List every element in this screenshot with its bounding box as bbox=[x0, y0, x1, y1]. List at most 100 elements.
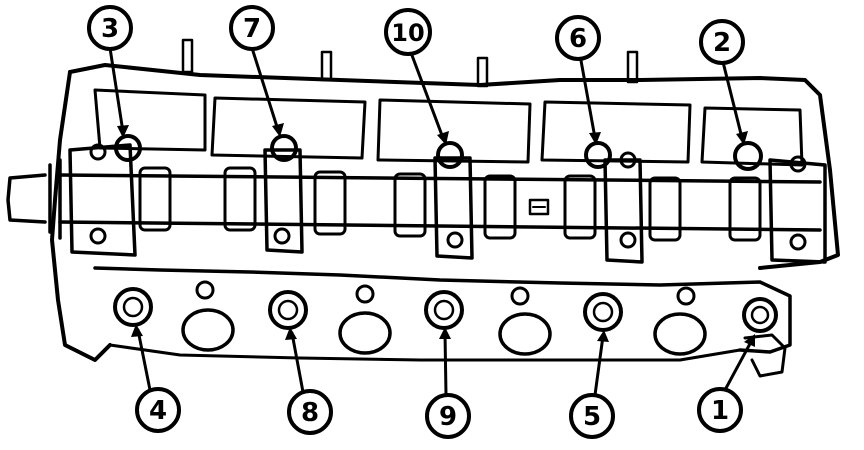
callout-5: 5 bbox=[569, 393, 615, 439]
head-bolts-bottom bbox=[113, 287, 778, 333]
head-bolt-4 bbox=[113, 287, 153, 327]
chamber bbox=[540, 100, 692, 164]
callout-1-label: 1 bbox=[711, 396, 729, 426]
port-small bbox=[676, 286, 696, 306]
head-bolt-5-inner bbox=[592, 301, 614, 323]
chamber bbox=[700, 106, 804, 167]
cap-bolt bbox=[619, 151, 637, 169]
arrowhead-9 bbox=[439, 327, 451, 339]
cap-bolt bbox=[789, 155, 807, 173]
head-bolt-1-inner bbox=[750, 305, 770, 325]
arrowhead-6 bbox=[589, 132, 601, 145]
cam-lobe bbox=[393, 172, 427, 238]
cap-bolt bbox=[89, 143, 107, 161]
arrowhead-5 bbox=[597, 330, 609, 342]
callout-3: 3 bbox=[87, 5, 133, 51]
camshaft-body bbox=[58, 173, 822, 232]
head-bolt-9 bbox=[424, 290, 464, 330]
head-bolt-8-inner bbox=[277, 299, 299, 321]
stud bbox=[476, 56, 489, 88]
chamber bbox=[93, 88, 207, 152]
bearing-caps bbox=[68, 143, 827, 264]
stud bbox=[320, 50, 333, 82]
arrowhead-7 bbox=[272, 123, 284, 137]
port-small bbox=[510, 286, 530, 306]
callout-5-label: 5 bbox=[583, 402, 601, 432]
studs bbox=[181, 38, 639, 88]
callout-8: 8 bbox=[287, 389, 333, 435]
cap-bolts bbox=[89, 143, 807, 251]
leader-2 bbox=[720, 56, 744, 140]
head-bolts-top bbox=[114, 134, 763, 171]
callout-3-label: 3 bbox=[101, 14, 119, 44]
cap-bolt bbox=[446, 231, 464, 249]
leader-8 bbox=[290, 331, 305, 394]
port bbox=[338, 311, 392, 355]
callout-9-label: 9 bbox=[439, 402, 457, 432]
leader-9 bbox=[443, 331, 448, 397]
head-bottom-edge bbox=[108, 343, 742, 362]
bearing-cap bbox=[263, 148, 304, 254]
port bbox=[498, 312, 552, 356]
camshaft bbox=[48, 158, 822, 242]
callout-6-label: 6 bbox=[569, 24, 587, 54]
head-bolt-3 bbox=[114, 134, 142, 162]
callout-2-label: 2 bbox=[713, 28, 731, 58]
callout-2: 2 bbox=[699, 19, 745, 65]
cap-bolt bbox=[273, 227, 291, 245]
chamber bbox=[210, 96, 367, 160]
cam-lobe bbox=[138, 166, 172, 232]
head-bolt-8 bbox=[268, 290, 308, 330]
callout-10-label: 10 bbox=[391, 19, 424, 47]
cam-key bbox=[528, 198, 550, 216]
port bbox=[653, 312, 707, 356]
arrowhead-8 bbox=[285, 327, 297, 340]
port-small bbox=[195, 280, 215, 300]
cam-lobe bbox=[728, 176, 762, 242]
head-outline-top bbox=[68, 63, 840, 270]
leader-4 bbox=[136, 328, 152, 392]
cam-lobe bbox=[313, 170, 347, 236]
cylinder-head bbox=[6, 63, 840, 378]
callout-10: 10 bbox=[384, 8, 432, 56]
callout-6: 6 bbox=[555, 15, 601, 61]
cam-lobe bbox=[223, 166, 257, 232]
leader-10 bbox=[408, 48, 445, 140]
leader-7 bbox=[250, 46, 280, 132]
head-bolt-10 bbox=[436, 141, 464, 169]
callouts: 3 7 10 6 2 4 8 9 bbox=[87, 5, 745, 439]
arrowhead-1 bbox=[744, 334, 755, 347]
leader-6 bbox=[578, 53, 597, 140]
cam-lobe bbox=[648, 176, 682, 242]
leader-5 bbox=[593, 334, 605, 397]
callout-9: 9 bbox=[425, 393, 471, 439]
arrowhead-4 bbox=[131, 324, 143, 337]
callout-7: 7 bbox=[229, 5, 275, 51]
callout-4-label: 4 bbox=[149, 396, 167, 426]
leader-lines bbox=[108, 46, 755, 397]
valve-chambers bbox=[93, 88, 804, 167]
leader-3 bbox=[108, 46, 125, 134]
bearing-cap bbox=[68, 143, 137, 257]
callout-4: 4 bbox=[135, 387, 181, 433]
port-small bbox=[355, 284, 375, 304]
arrowhead-2 bbox=[736, 131, 748, 145]
cap-bolt bbox=[619, 231, 637, 249]
stud bbox=[626, 50, 639, 84]
port bbox=[181, 308, 235, 352]
stud bbox=[181, 38, 194, 74]
head-bolt-5 bbox=[583, 292, 623, 332]
arrowhead-10 bbox=[437, 131, 449, 145]
bearing-cap bbox=[433, 156, 474, 260]
cam-lobe bbox=[483, 174, 517, 240]
callout-7-label: 7 bbox=[243, 14, 261, 44]
head-bolt-9-inner bbox=[433, 299, 455, 321]
bearing-cap bbox=[603, 158, 644, 264]
head-flange bbox=[93, 266, 792, 354]
head-bolt-1 bbox=[742, 297, 778, 333]
camshaft-nose bbox=[6, 173, 47, 224]
head-bolt-7 bbox=[270, 134, 298, 162]
head-outline-left bbox=[50, 70, 112, 362]
